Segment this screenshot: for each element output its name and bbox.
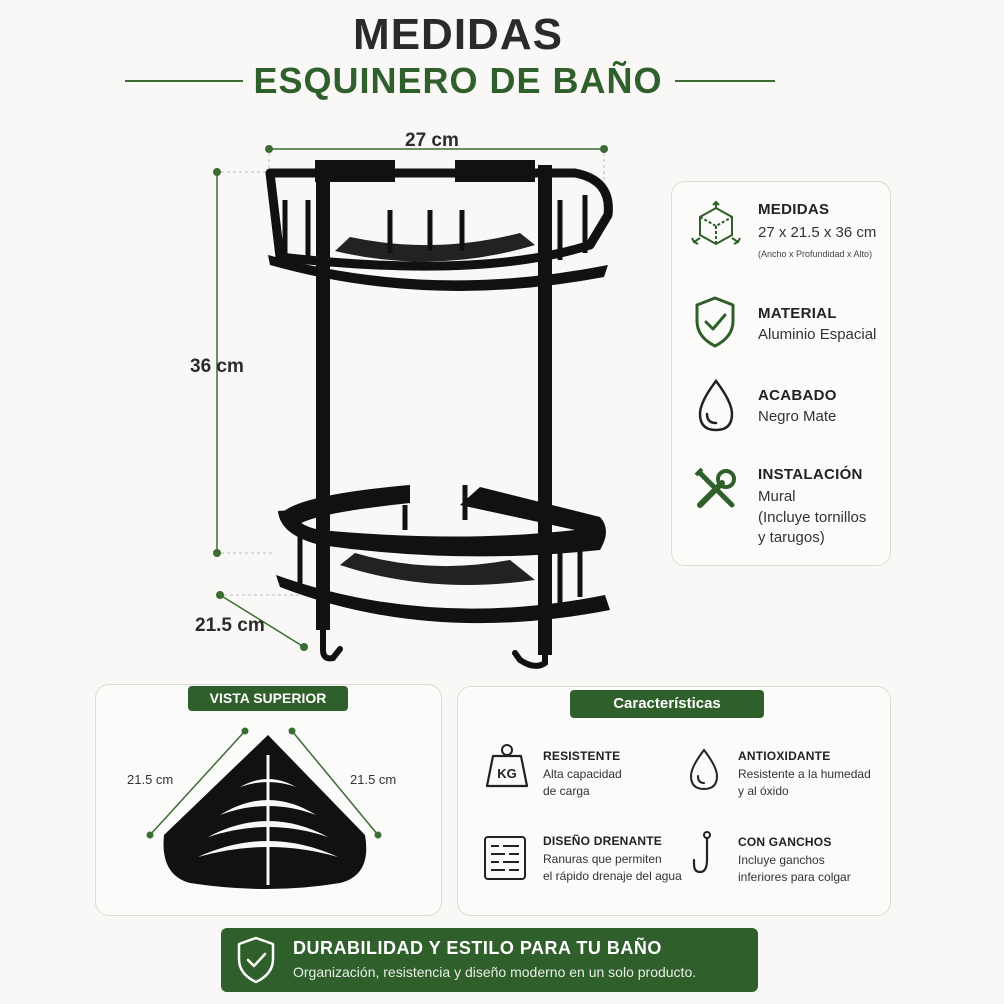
title-divider-right [675, 80, 775, 82]
feature-hooks-title: CON GANCHOS [738, 835, 832, 849]
tools-icon [694, 467, 736, 508]
page-title: MEDIDAS [353, 10, 563, 59]
depth-dimension-line [216, 591, 308, 651]
spec-material-title: MATERIAL [758, 305, 837, 322]
features-card [457, 686, 891, 916]
features-label: Características [570, 690, 764, 718]
feature-resistant-line2: de carga [543, 784, 590, 798]
spec-install-note-1: (Incluye tornillos [758, 509, 867, 526]
feature-resistant-line1: Alta capacidad [543, 767, 622, 781]
page-subtitle: ESQUINERO DE BAÑO [253, 60, 663, 101]
height-dimension-line [213, 168, 275, 557]
spec-finish-title: ACABADO [758, 387, 837, 404]
feature-antirust-line1: Resistente a la humedad [738, 767, 871, 781]
spec-material-value: Aluminio Espacial [758, 326, 877, 343]
feature-drain-title: DISEÑO DRENANTE [543, 834, 663, 848]
height-dimension-label: 36 cm [190, 356, 244, 377]
shield-check-icon [237, 936, 275, 984]
width-dimension-label: 27 cm [405, 130, 459, 151]
top-view-left-dim: 21.5 cm [127, 772, 174, 787]
top-view-right-dim: 21.5 cm [350, 772, 397, 787]
spec-measures-title: MEDIDAS [758, 201, 830, 218]
depth-dimension-label: 21.5 cm [195, 615, 265, 636]
spec-finish-value: Negro Mate [758, 408, 837, 425]
drain-grid-icon [484, 836, 526, 880]
feature-hooks-line1: Incluye ganchos [738, 853, 825, 867]
spec-install-value: Mural [758, 488, 796, 505]
top-view-image [146, 727, 382, 889]
banner-text: Organización, resistencia y diseño moder… [293, 964, 697, 980]
shield-check-icon [695, 296, 735, 348]
feature-drain-line2: el rápido drenaje del agua [543, 869, 682, 883]
specs-card [671, 181, 891, 566]
feature-drain-line1: Ranuras que permiten [543, 852, 662, 866]
shelf-product-image [213, 145, 613, 669]
banner-title: DURABILIDAD Y ESTILO PARA TU BAÑO [293, 938, 662, 958]
spec-measures-note: (Ancho x Profundidad x Alto) [758, 249, 873, 259]
feature-antirust-title: ANTIOXIDANTE [738, 749, 831, 763]
top-view-label: VISTA SUPERIOR [188, 686, 348, 711]
drop-icon [698, 378, 734, 432]
weight-kg-label: KG [497, 766, 517, 781]
feature-antirust-line2: y al óxido [738, 784, 789, 798]
hook-icon [692, 831, 711, 874]
title-divider-left [125, 80, 243, 82]
spec-install-title: INSTALACIÓN [758, 466, 863, 483]
bottom-banner [221, 928, 758, 992]
spec-measures-value: 27 x 21.5 x 36 cm [758, 224, 877, 241]
feature-hooks-line2: inferiores para colgar [738, 870, 851, 884]
spec-install-note-2: y tarugos) [758, 529, 825, 546]
cube-dimensions-icon [691, 200, 741, 246]
feature-resistant-title: RESISTENTE [543, 749, 621, 763]
weight-kg-icon: KG [485, 744, 529, 788]
drop-icon [689, 748, 719, 791]
